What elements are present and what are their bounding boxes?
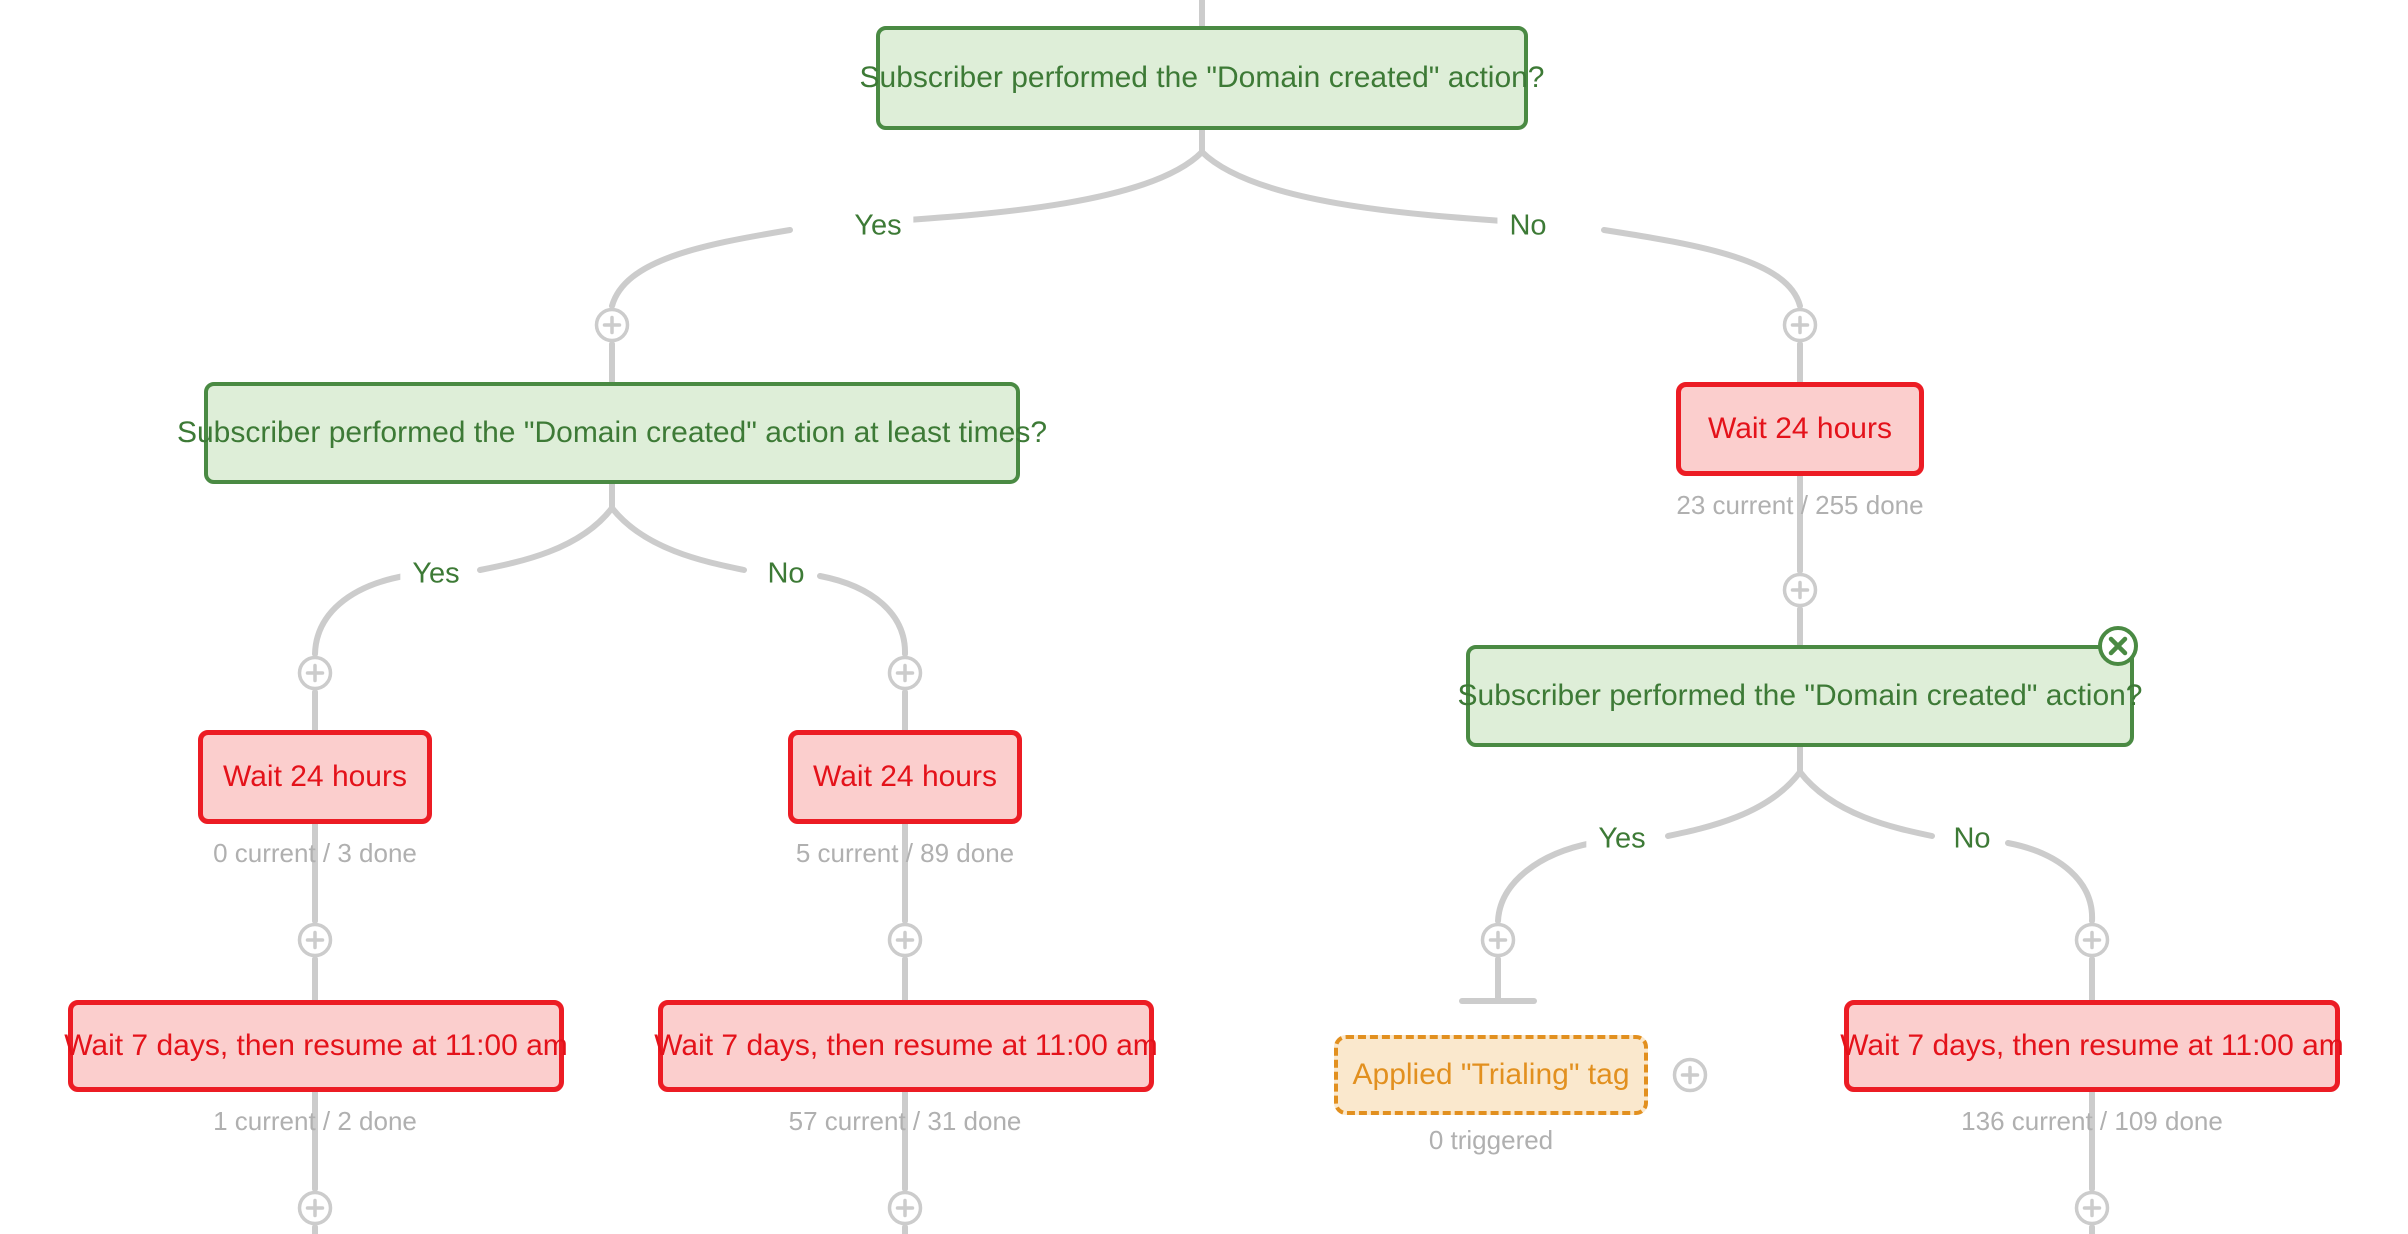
close-icon[interactable] — [2096, 624, 2140, 668]
stat-right-wait-24h: 23 current / 255 done — [1676, 490, 1924, 520]
plus-icon-left-yes[interactable] — [296, 654, 334, 692]
wire-root-yes-b — [609, 227, 793, 309]
node-left-no-wait-24h-label: Wait 24 hours — [813, 760, 997, 794]
node-right-no-wait-7d[interactable]: Wait 7 days, then resume at 11:00 am — [1840, 1000, 2344, 1092]
node-right-condition-label: Subscriber performed the "Domain created… — [1457, 679, 2143, 713]
node-root-condition-label: Subscriber performed the "Domain created… — [859, 61, 1545, 95]
wire-right-yes-a — [1665, 769, 1803, 839]
plus-icon-left-no[interactable] — [886, 654, 924, 692]
plus-icon-right-no[interactable] — [2073, 921, 2111, 959]
stat-trialing-tag: 0 triggered — [1428, 1125, 1554, 1155]
plus-icon-left-no-lower[interactable] — [886, 921, 924, 959]
plus-icon-root-yes[interactable] — [593, 306, 631, 344]
node-trialing-tag-label: Applied "Trialing" tag — [1352, 1058, 1630, 1092]
wire-root-no-b — [1601, 227, 1803, 309]
node-left-condition[interactable]: Subscriber performed the "Domain created… — [177, 382, 1047, 484]
wire-right-no-a — [1797, 769, 1935, 839]
plus-icon-bottom-left-no[interactable] — [886, 1189, 924, 1227]
node-right-wait-24h-label: Wait 24 hours — [1708, 412, 1892, 446]
plus-icon-left-yes-lower[interactable] — [296, 921, 334, 959]
node-left-yes-wait-24h-label: Wait 24 hours — [223, 760, 407, 794]
plus-icon-root-no[interactable] — [1781, 306, 1819, 344]
node-left-condition-label: Subscriber performed the "Domain created… — [176, 416, 1048, 450]
wire-root-no-a — [1199, 149, 1519, 225]
node-left-no-wait-24h[interactable]: Wait 24 hours — [788, 730, 1022, 824]
wire-right-no-b — [2005, 840, 2096, 924]
stat-left-no-wait-7d: 57 current / 31 done — [788, 1106, 1022, 1136]
branch-label-right-yes: Yes — [1586, 820, 1658, 858]
stat-left-yes-wait-7d: 1 current / 2 done — [213, 1106, 417, 1136]
wire-left-yes-a — [477, 505, 615, 573]
branch-label-root-yes: Yes — [842, 207, 914, 245]
wire-left-no-b — [817, 573, 909, 657]
node-right-no-wait-7d-label: Wait 7 days, then resume at 11:00 am — [1840, 1029, 2344, 1063]
branch-label-left-no: No — [755, 555, 817, 593]
branch-label-right-no: No — [1941, 820, 2003, 858]
node-right-wait-24h[interactable]: Wait 24 hours — [1676, 382, 1924, 476]
wire-root-yes-a — [877, 149, 1205, 225]
plus-icon-trialing-tag[interactable] — [1671, 1056, 1709, 1094]
plus-icon-bottom-right-no[interactable] — [2073, 1189, 2111, 1227]
stat-left-no-wait-24h: 5 current / 89 done — [795, 838, 1015, 868]
stat-left-yes-wait-24h: 0 current / 3 done — [213, 838, 417, 868]
node-left-yes-wait-7d-label: Wait 7 days, then resume at 11:00 am — [64, 1029, 568, 1063]
branch-label-left-yes: Yes — [400, 555, 472, 593]
plus-icon-right-wait[interactable] — [1781, 571, 1819, 609]
node-trialing-tag[interactable]: Applied "Trialing" tag — [1334, 1035, 1648, 1115]
wire-left-yes-b — [312, 573, 407, 657]
branch-label-root-no: No — [1497, 207, 1559, 245]
node-right-condition[interactable]: Subscriber performed the "Domain created… — [1458, 645, 2143, 747]
node-left-no-wait-7d[interactable]: Wait 7 days, then resume at 11:00 am — [654, 1000, 1158, 1092]
node-left-yes-wait-24h[interactable]: Wait 24 hours — [198, 730, 432, 824]
wire-right-yes-b — [1495, 840, 1595, 924]
node-left-yes-wait-7d[interactable]: Wait 7 days, then resume at 11:00 am — [64, 1000, 568, 1092]
node-left-no-wait-7d-label: Wait 7 days, then resume at 11:00 am — [654, 1029, 1158, 1063]
node-root-condition[interactable]: Subscriber performed the "Domain created… — [860, 26, 1545, 130]
stat-right-no-wait-7d: 136 current / 109 done — [1961, 1106, 2223, 1136]
wire-left-no-a — [609, 505, 747, 573]
plus-icon-bottom-left-yes[interactable] — [296, 1189, 334, 1227]
plus-icon-right-yes[interactable] — [1479, 921, 1517, 959]
